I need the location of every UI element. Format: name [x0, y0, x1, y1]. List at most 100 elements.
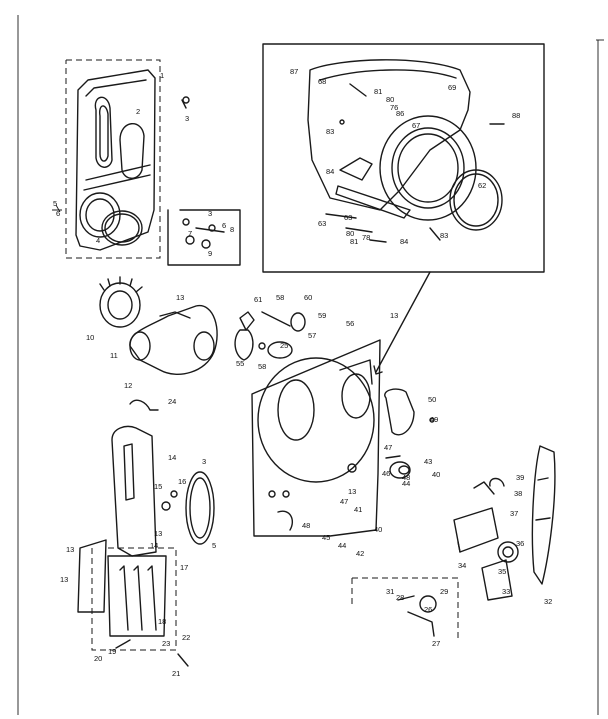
- idler-group: [351, 577, 459, 642]
- callout-38: 38: [514, 489, 522, 498]
- callout-14: 14: [168, 453, 176, 462]
- callout-47: 47: [384, 443, 392, 452]
- callout-37: 37: [510, 509, 518, 518]
- callout-63: 63: [318, 219, 326, 228]
- door-seal-ring: [119, 123, 145, 179]
- front-panel-group: [52, 59, 190, 259]
- callout-59: 59: [318, 311, 326, 320]
- callout-34: 34: [458, 561, 466, 570]
- callout-28: 28: [396, 593, 404, 602]
- callout-35: 35: [498, 567, 506, 576]
- callout-3: 3: [185, 114, 189, 123]
- callout-69: 69: [448, 83, 456, 92]
- callout-12: 12: [124, 381, 132, 390]
- callout-23: 23: [162, 639, 170, 648]
- heater-group: [77, 425, 215, 667]
- callout-13: 13: [390, 311, 398, 320]
- callout-45: 45: [322, 533, 330, 542]
- callout-33: 33: [502, 587, 510, 596]
- callout-87: 87: [290, 67, 298, 76]
- lamp-group: [234, 311, 306, 361]
- callout-13: 13: [66, 545, 74, 554]
- callout-83: 83: [326, 127, 334, 136]
- thermostat-cover: [185, 471, 215, 545]
- rear-bulkhead-group: [251, 271, 435, 537]
- callout-2: 2: [136, 107, 140, 116]
- callout-58: 58: [276, 293, 284, 302]
- callout-29: 29: [440, 587, 448, 596]
- callout-88: 88: [512, 111, 520, 120]
- callout-4: 4: [96, 236, 100, 245]
- idler-pulley: [419, 595, 437, 613]
- callout-67: 67: [412, 121, 420, 130]
- callout-86: 86: [396, 109, 404, 118]
- callout-49: 49: [430, 415, 438, 424]
- callout-47: 47: [340, 497, 348, 506]
- callout-10: 10: [86, 333, 94, 342]
- callout-55: 55: [236, 359, 244, 368]
- callout-78: 78: [362, 233, 370, 242]
- callout-68: 68: [318, 77, 326, 86]
- callout-13: 13: [348, 487, 356, 496]
- callout-61: 61: [254, 295, 262, 304]
- drum-assembly-group: [262, 43, 545, 273]
- callout-83: 83: [440, 231, 448, 240]
- callout-48: 48: [402, 473, 410, 482]
- glass-ring: [101, 210, 143, 246]
- callout-56: 56: [346, 319, 354, 328]
- callout-57: 57: [308, 331, 316, 340]
- blower-group: [99, 209, 241, 411]
- callout-62: 62: [478, 181, 486, 190]
- callout-16: 16: [178, 477, 186, 486]
- callout-26: 26: [424, 605, 432, 614]
- drive-belt: [531, 445, 556, 585]
- callout-9: 9: [208, 249, 212, 258]
- callout-84: 84: [326, 167, 334, 176]
- callout-32: 32: [544, 597, 552, 606]
- callout-81: 81: [350, 237, 358, 246]
- motor-group: [453, 445, 556, 601]
- callout-44: 44: [338, 541, 346, 550]
- callout-7: 7: [188, 229, 192, 238]
- callout-42: 42: [356, 549, 364, 558]
- callout-80: 80: [346, 229, 354, 238]
- callout-25: 25: [280, 341, 288, 350]
- callout-6: 6: [56, 209, 60, 218]
- blower-wheel: [99, 282, 141, 328]
- callout-22: 22: [182, 633, 190, 642]
- callout-3: 3: [202, 457, 206, 466]
- lamp-bulb: [234, 329, 254, 361]
- callout-21: 21: [172, 669, 180, 678]
- callout-80: 80: [386, 95, 394, 104]
- callout-48: 48: [302, 521, 310, 530]
- callout-17: 17: [180, 563, 188, 572]
- callout-39: 39: [516, 473, 524, 482]
- callout-3: 3: [208, 209, 212, 218]
- callout-36: 36: [516, 539, 524, 548]
- callout-46: 46: [382, 469, 390, 478]
- drum-rear-seal: [449, 169, 503, 231]
- callout-60: 60: [304, 293, 312, 302]
- callout-58: 58: [258, 362, 266, 371]
- callout-13: 13: [176, 293, 184, 302]
- callout-13: 13: [154, 529, 162, 538]
- callout-13: 13: [60, 575, 68, 584]
- callout-81: 81: [374, 87, 382, 96]
- callout-19: 19: [108, 647, 116, 656]
- callout-44: 44: [402, 479, 410, 488]
- callout-63: 63: [344, 213, 352, 222]
- callout-5: 5: [53, 199, 57, 208]
- callout-50: 50: [428, 395, 436, 404]
- callout-5: 5: [212, 541, 216, 550]
- callout-11: 11: [110, 351, 118, 360]
- heater-box-cover: [77, 539, 107, 613]
- callout-15: 15: [154, 482, 162, 491]
- blower-housing: [129, 305, 218, 375]
- callout-84: 84: [400, 237, 408, 246]
- motor-pulley: [497, 541, 519, 563]
- heater-duct: [111, 425, 157, 557]
- callout-41: 41: [354, 505, 362, 514]
- callout-40: 40: [374, 525, 382, 534]
